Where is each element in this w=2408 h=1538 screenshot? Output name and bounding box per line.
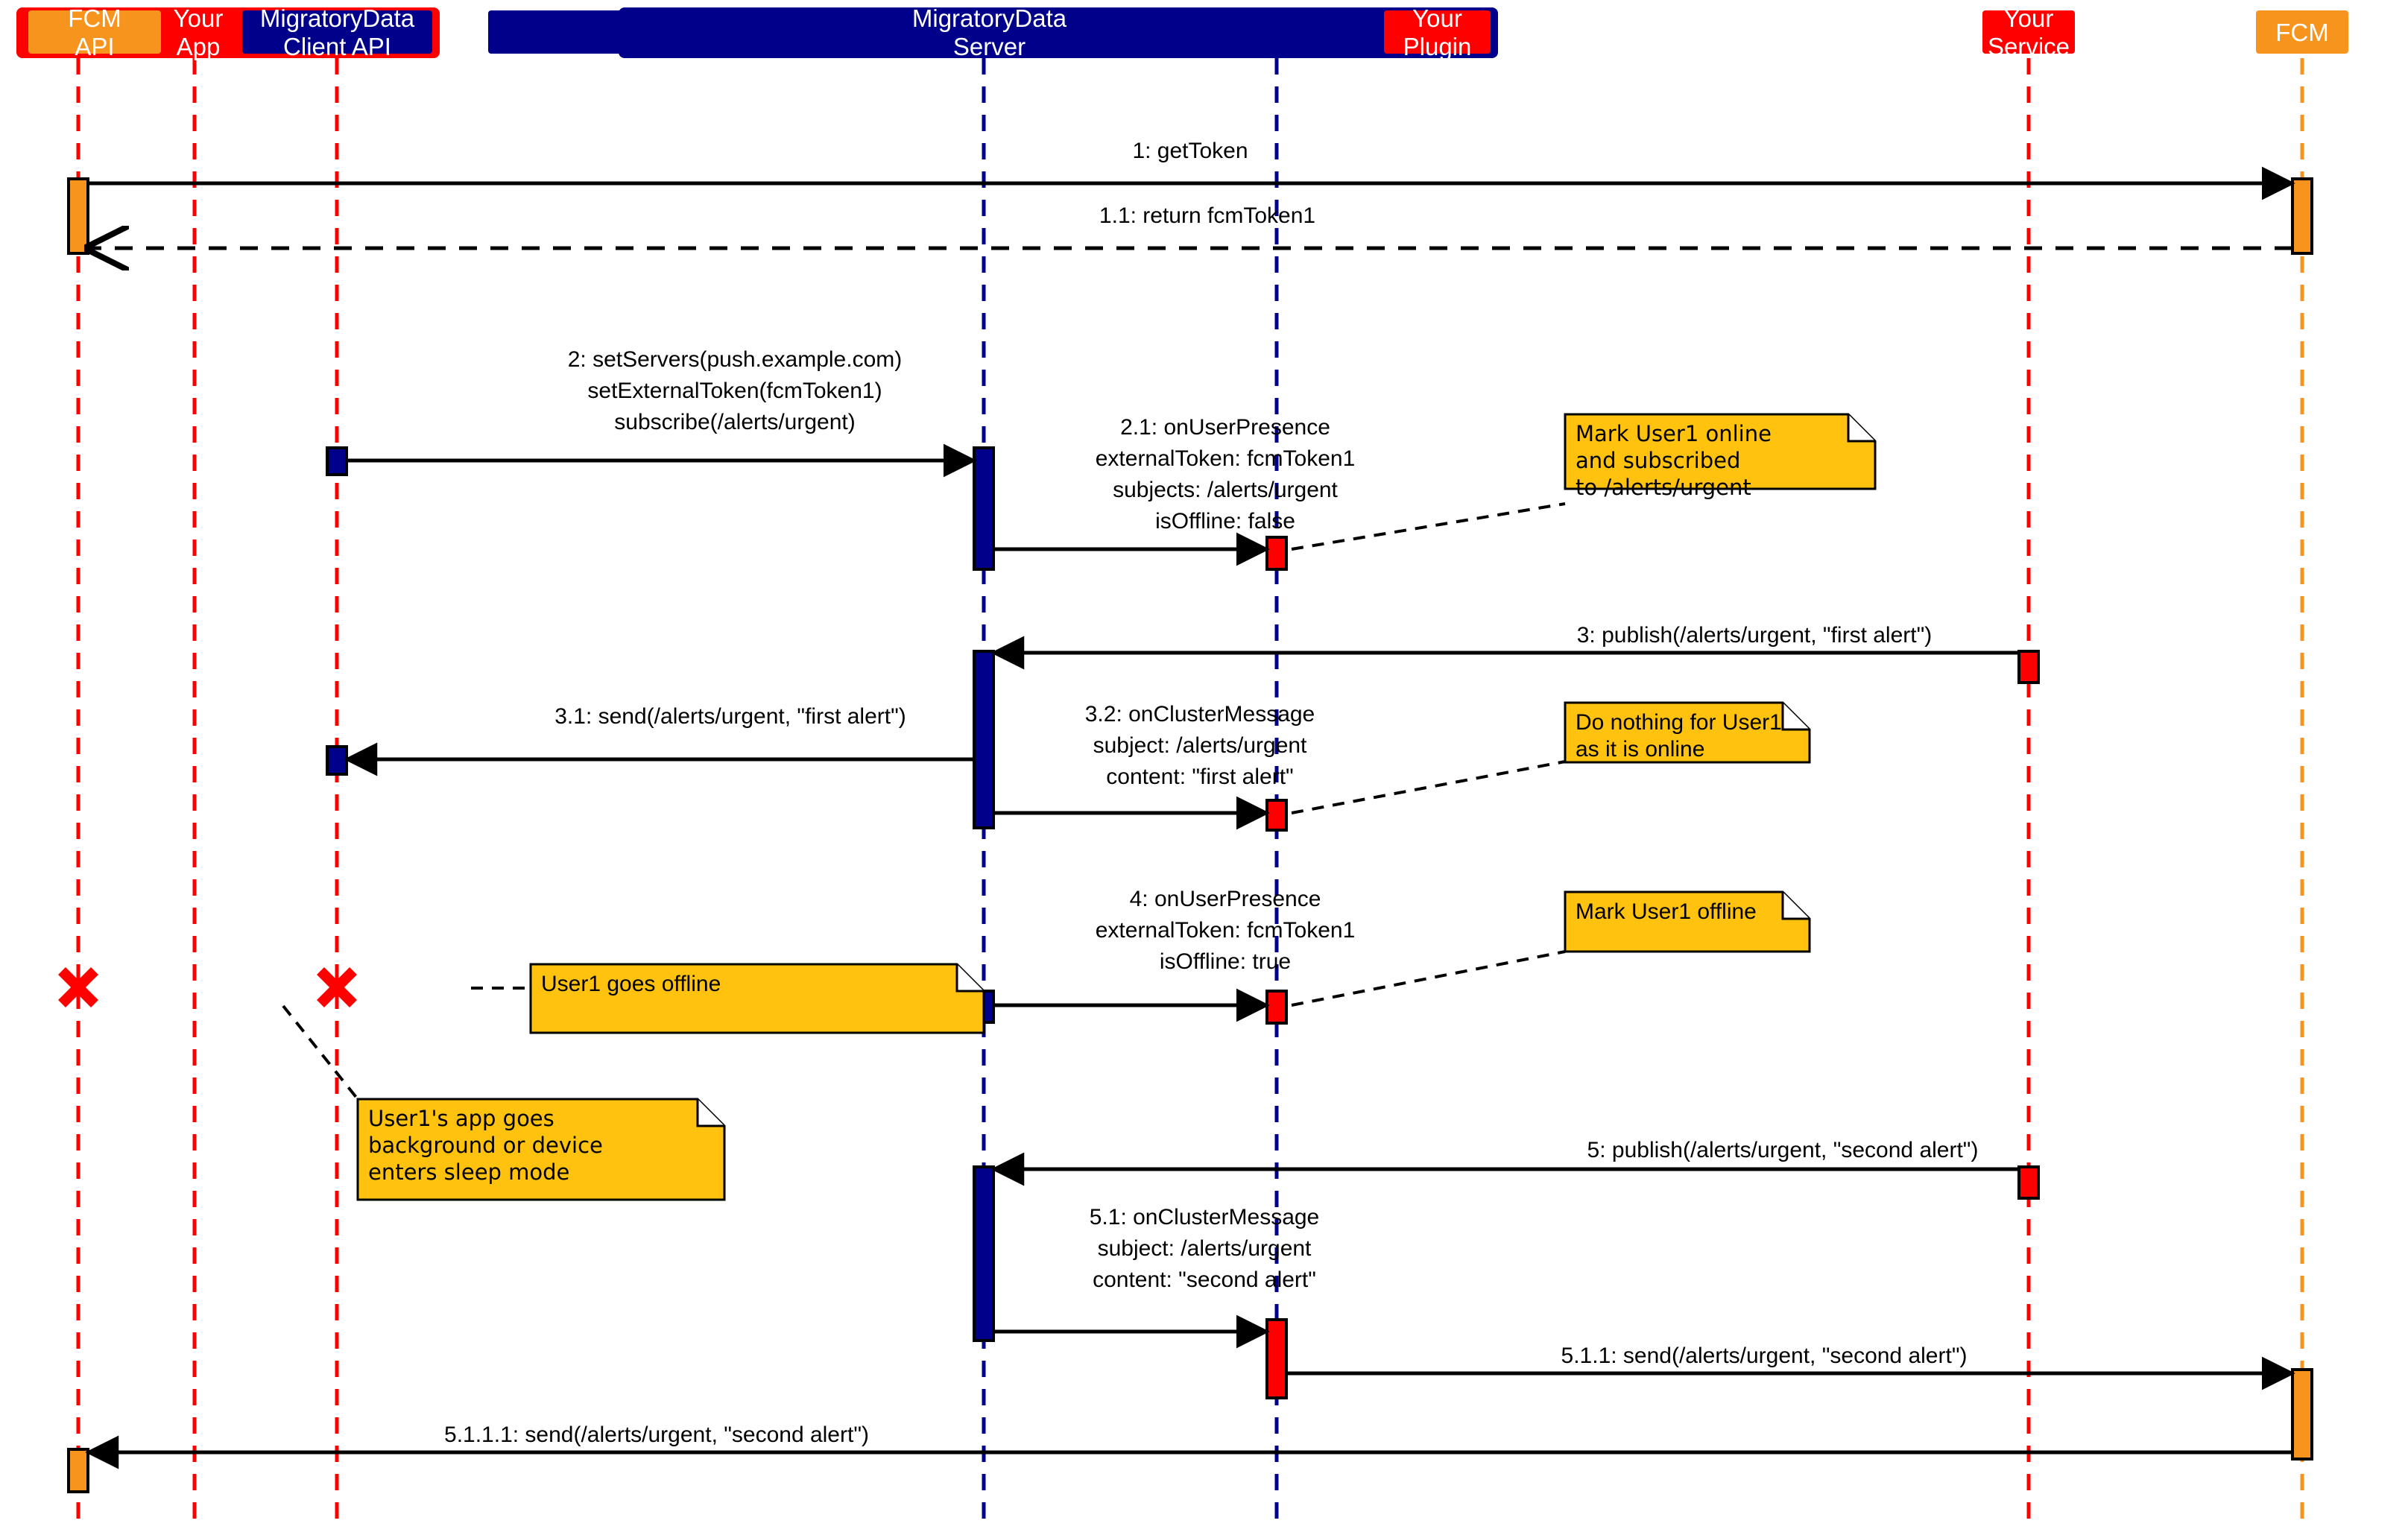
message-label-m3-1: 3.1: send(/alerts/urgent, "first alert") — [554, 704, 906, 729]
destruction-marks-layer — [58, 967, 357, 1007]
activation-bar-a-client-1 — [326, 446, 348, 476]
participant-label-fcm: FCM — [2275, 19, 2328, 46]
participant-box-md-server[interactable] — [488, 10, 1491, 54]
activation-bar-a-fcmapi-2 — [67, 1448, 89, 1493]
participant-box-md-client-api[interactable] — [242, 10, 432, 54]
note-body-note-donothing — [1564, 701, 1811, 764]
activation-bar-a-server-1 — [973, 446, 995, 571]
activation-bar-a-fcm-1 — [2291, 177, 2313, 255]
participant-box-your-service[interactable] — [1982, 10, 2075, 54]
activation-bar-a-fcm-2 — [2291, 1368, 2313, 1461]
activation-bar-a-plugin-1 — [1265, 536, 1288, 571]
note-fold-note-usergoes — [955, 964, 984, 993]
participant-box-your-plugin[interactable] — [1384, 10, 1491, 54]
note-fold-note-online — [1847, 414, 1875, 443]
activation-bar-a-client-2 — [326, 745, 348, 776]
message-label-m5-1-1: 5.1.1: send(/alerts/urgent, "second aler… — [1561, 1344, 1968, 1368]
activation-bars-layer — [67, 177, 2313, 1493]
activation-bar-a-service-2 — [2017, 1165, 2040, 1200]
note-body-note-offline — [1564, 890, 1811, 953]
destruction-mark-destroy-md-client — [317, 967, 357, 1007]
activation-bar-a-fcmapi-1 — [67, 177, 89, 255]
note-fold-note-donothing — [1781, 703, 1810, 731]
note-text-note-offline: Mark User1 offline — [1576, 899, 1757, 924]
note-anchor-note-donothing — [1291, 760, 1566, 814]
message-label-m1-1: 1.1: return fcmToken1 — [1099, 203, 1315, 228]
note-anchor-note-online — [1291, 502, 1566, 551]
participant-box-fcm[interactable] — [2256, 10, 2348, 54]
note-fold-note-offline — [1781, 892, 1810, 920]
participant-box-fcm-api[interactable] — [28, 10, 161, 54]
message-label-m5: 5: publish(/alerts/urgent, "second alert… — [1587, 1138, 1979, 1162]
note-body-note-usergoes — [529, 963, 985, 1034]
note-text-note-usergoes: User1 goes offline — [541, 972, 721, 996]
note-body-note-appbg — [356, 1098, 726, 1201]
message-label-m3: 3: publish(/alerts/urgent, "first alert"… — [1577, 623, 1932, 648]
activation-bar-a-service-1 — [2017, 650, 2040, 684]
message-label-m5-1-1-1: 5.1.1.1: send(/alerts/urgent, "second al… — [444, 1423, 869, 1447]
messages-layer: 1: getToken 1.1: return fcmToken1 2: setSe… — [88, 139, 2295, 1469]
note-body-note-online — [1564, 413, 1877, 490]
note-fold-note-appbg — [696, 1099, 724, 1127]
activation-bar-a-server-2 — [973, 650, 995, 829]
message-label-m1: 1: getToken — [1132, 139, 1248, 163]
activation-bar-a-server-4 — [973, 1165, 995, 1342]
activation-bar-a-plugin-4 — [1265, 1318, 1288, 1399]
activation-bar-a-plugin-3 — [1265, 990, 1288, 1025]
message-label-m2: 2: setServers(push.example.com)setExtern… — [568, 347, 903, 434]
activation-bar-a-plugin-2 — [1265, 799, 1288, 832]
note-anchor-note-offline — [1291, 950, 1566, 1007]
participant-box-your-app[interactable] — [165, 10, 231, 54]
destruction-mark-destroy-fcm-api — [58, 967, 98, 1007]
